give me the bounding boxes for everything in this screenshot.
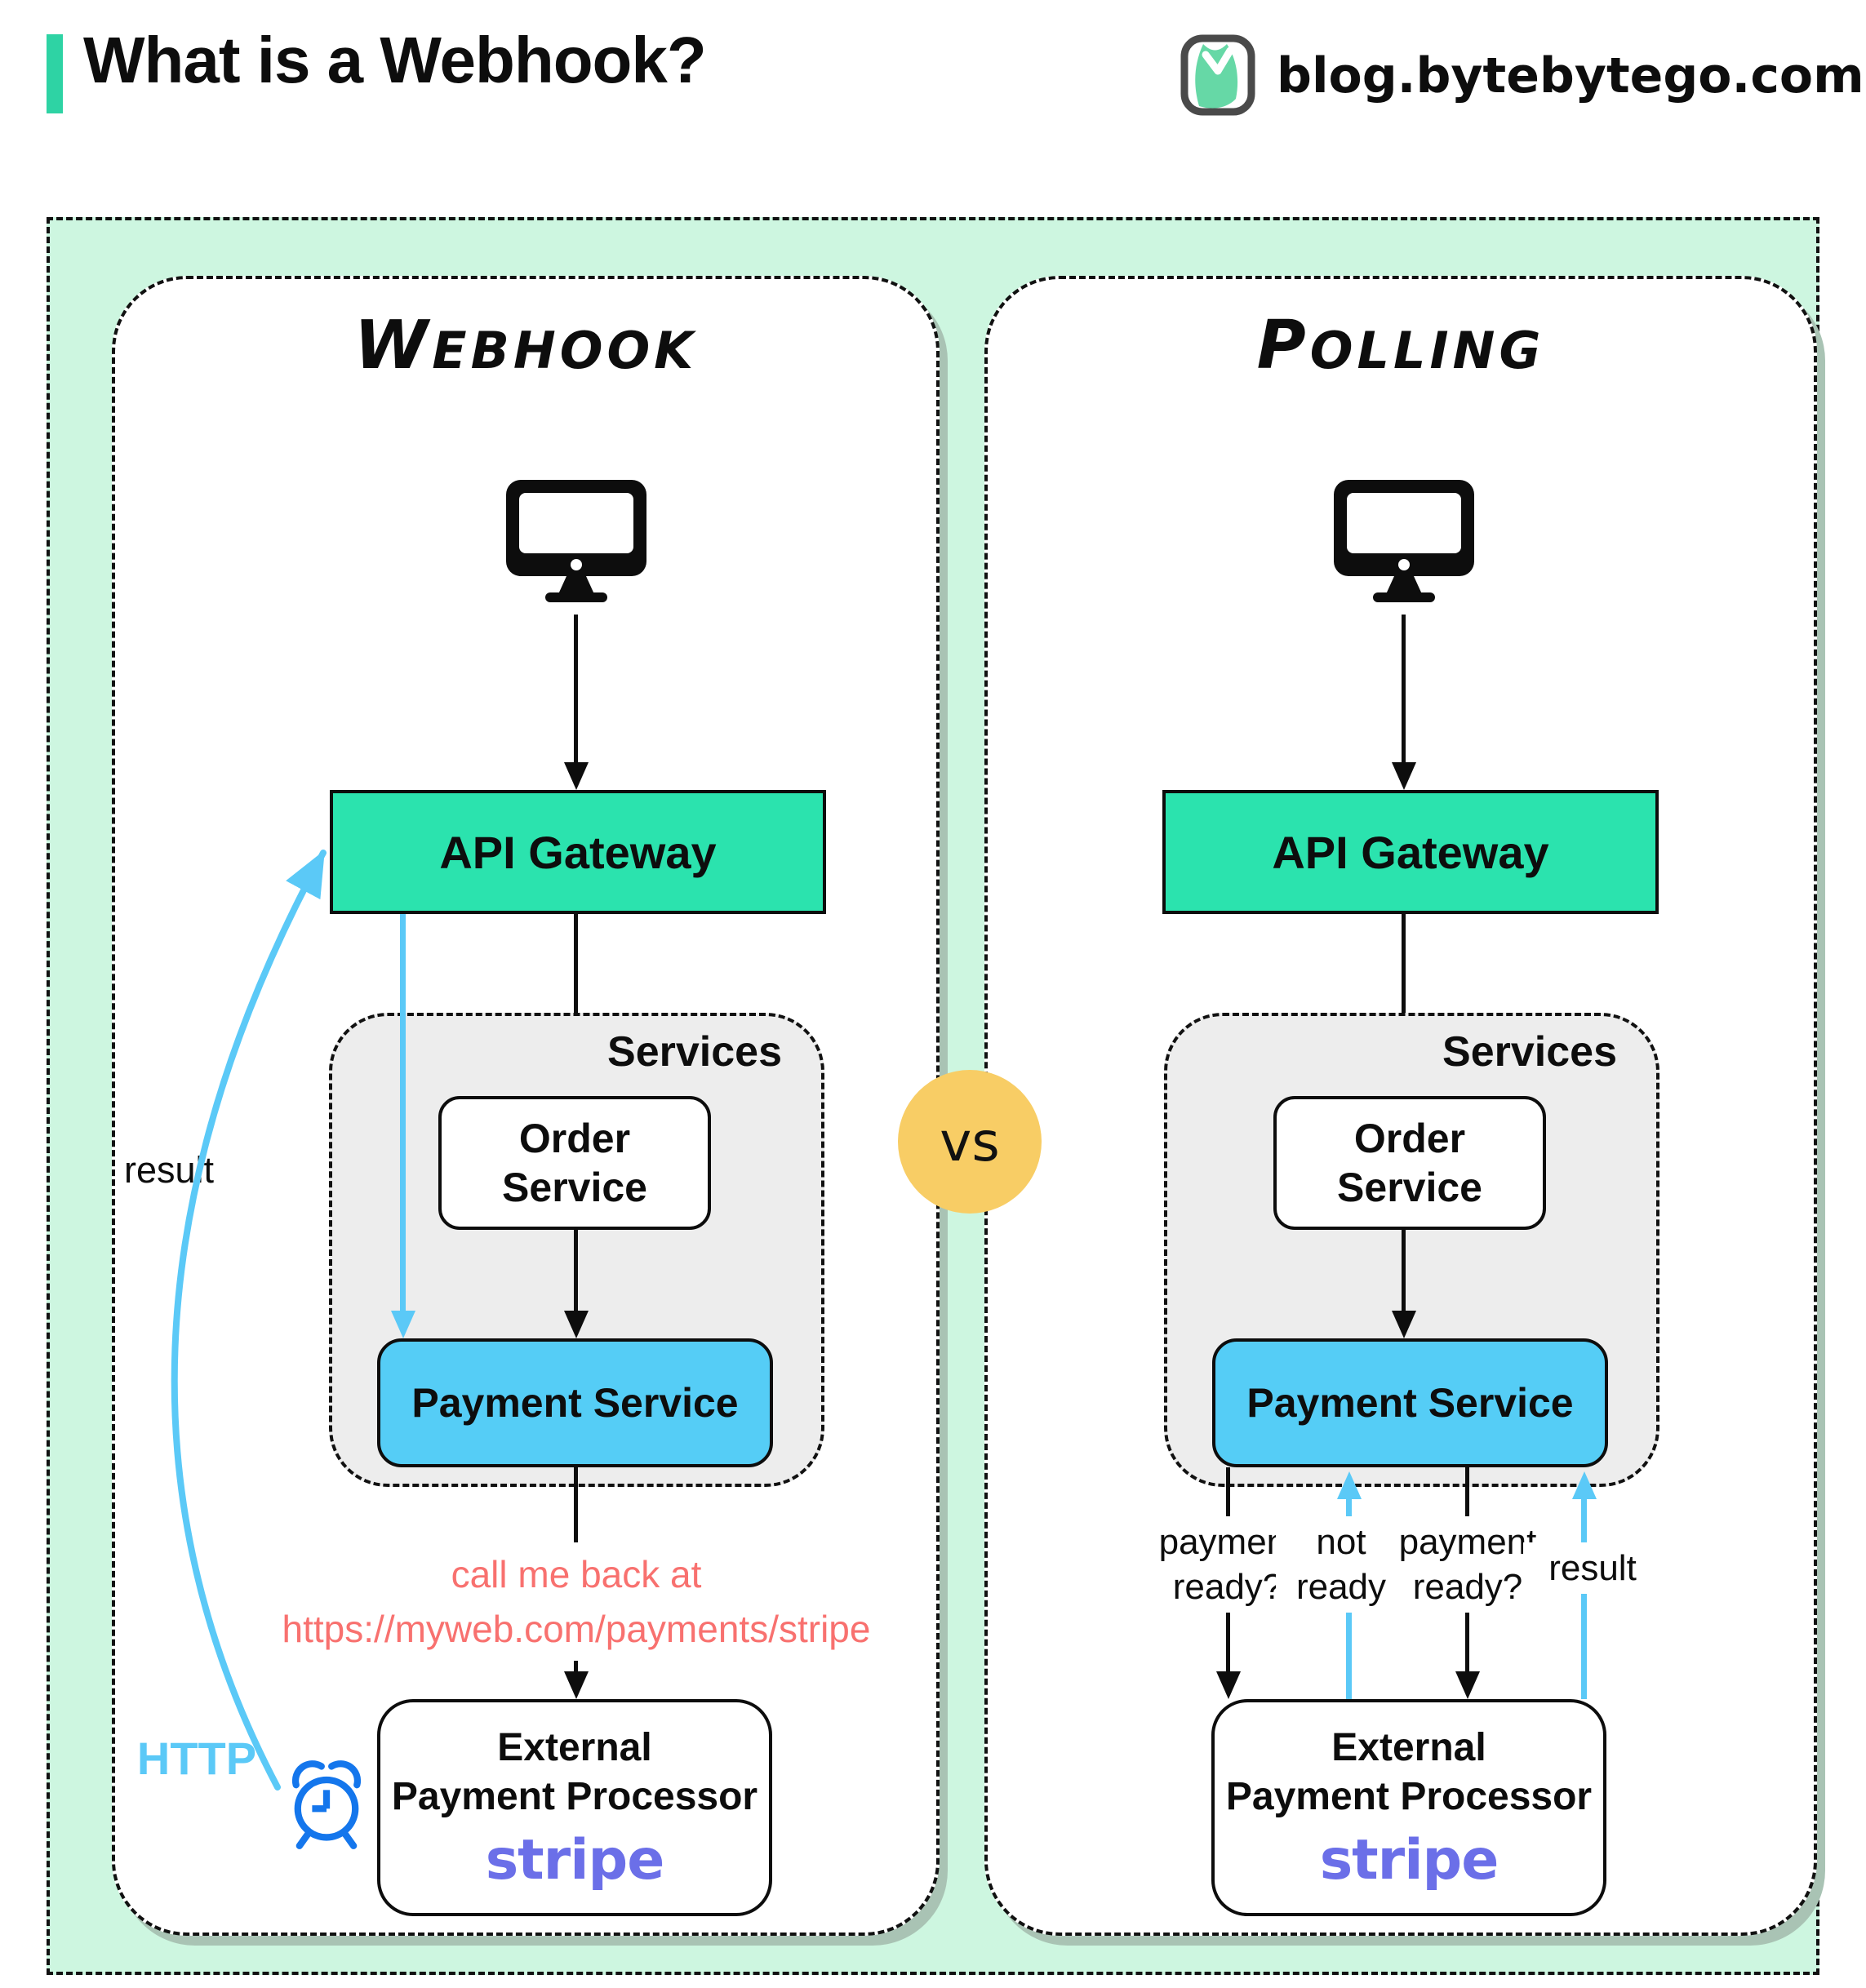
arrowhead-gateway-to-payment-callback [391,1311,415,1338]
external-label-line2: Payment Processor [391,1774,758,1818]
vs-label: vs [940,1110,1000,1174]
poll-label-payment-ready-2: payment ready? [1394,1516,1541,1613]
brand: blog.bytebytego.com [1177,33,1864,122]
api-gateway-label: API Gateway [439,826,717,878]
order-service-box: Order Service [438,1096,711,1230]
client-desktop-icon [1334,480,1474,602]
arrowhead-poll-response-2 [1572,1471,1597,1499]
arrowhead-poll-request-1 [1216,1671,1241,1699]
payment-service-label: Payment Service [1246,1380,1574,1426]
api-gateway-box: API Gateway [1162,790,1659,914]
order-service-box: Order Service [1273,1096,1546,1230]
webhook-panel-title: Webhook [353,307,698,384]
arrowhead-payment-to-external [564,1671,589,1699]
poll-label-not-ready: not ready [1276,1516,1406,1613]
payment-service-box: Payment Service [1212,1338,1608,1467]
page-title: What is a Webhook? [83,24,707,96]
arrow-gateway-to-order [574,914,578,1068]
alarm-clock-icon [291,1760,362,1849]
arrowhead-client-to-gateway [1392,762,1416,790]
arrowhead-poll-request-2 [1455,1671,1480,1699]
polling-panel-title: Polling [1256,307,1545,384]
site-url: blog.bytebytego.com [1277,47,1864,104]
arrow-gateway-to-order [1402,914,1406,1068]
api-gateway-label: API Gateway [1272,826,1549,878]
arrowhead-client-to-gateway [564,762,589,790]
services-label: Services [607,1028,782,1076]
webhook-panel: Webhook API Gateway Services Order [112,276,940,1936]
bytebytego-logo-icon [1180,34,1255,116]
client-desktop-icon [506,480,646,602]
payment-service-box: Payment Service [377,1338,773,1467]
api-gateway-box: API Gateway [330,790,826,914]
arrow-client-to-gateway [1402,615,1406,762]
callback-url: https://myweb.com/payments/stripe [282,1607,871,1650]
arrowhead-order-to-payment [1392,1311,1416,1338]
arrow-order-to-payment [574,1230,578,1311]
comparison-board: Webhook API Gateway Services Order [47,217,1819,1975]
external-label-line1: External [1331,1725,1486,1769]
external-label-line1: External [497,1725,652,1769]
vs-badge: vs [898,1070,1042,1214]
arrowhead-order-to-payment [564,1311,589,1338]
stripe-logo: stripe [485,1827,665,1893]
arrow-client-to-gateway [574,615,578,762]
callback-note: call me back at https://myweb.com/paymen… [242,1542,911,1662]
http-label: HTTP [136,1733,257,1784]
external-label-line2: Payment Processor [1225,1774,1593,1818]
stripe-logo: stripe [1319,1827,1499,1893]
services-label: Services [1442,1028,1617,1076]
external-payment-processor-box: External Payment Processor stripe [1211,1699,1606,1916]
poll-label-result: result [1523,1542,1662,1594]
arrow-order-to-payment [1402,1230,1406,1311]
result-label: result [123,1149,215,1191]
arrowhead-poll-response-1 [1337,1471,1362,1499]
callback-note-line1: call me back at [451,1553,702,1595]
order-service-label: Order Service [502,1116,647,1210]
title-accent-bar [47,34,63,113]
arrow-poll-response-2 [1581,1499,1587,1699]
order-service-label: Order Service [1337,1116,1482,1210]
arrow-gateway-to-payment-callback [400,914,406,1311]
external-payment-processor-box: External Payment Processor stripe [377,1699,772,1916]
polling-panel: Polling API Gateway Services Order Servi… [984,276,1817,1936]
payment-service-label: Payment Service [411,1380,739,1426]
